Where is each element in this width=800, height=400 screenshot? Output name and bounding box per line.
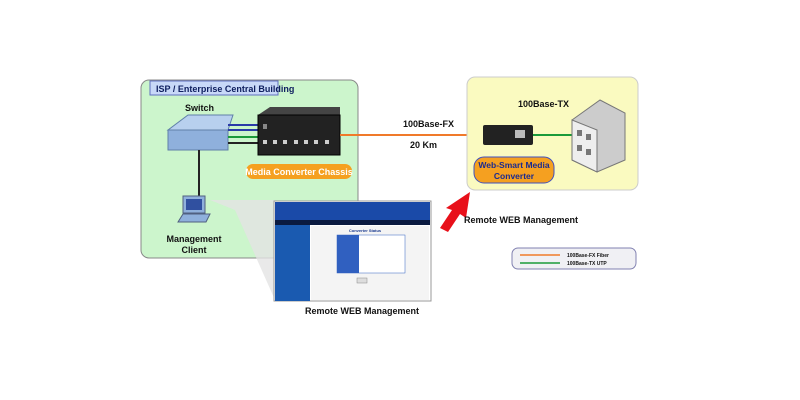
chassis-badge: [246, 164, 352, 179]
central-title: ISP / Enterprise Central Building: [156, 84, 294, 94]
switch-label: Switch: [185, 103, 214, 113]
legend-fiber: 100Base-FX Fiber: [567, 253, 609, 259]
client-label-1: Management: [166, 234, 221, 244]
computer-icon: [177, 195, 211, 223]
legend: 100Base-FX Fiber 100Base-TX UTP: [511, 247, 637, 270]
converter-label-2: Converter: [494, 171, 535, 181]
converter-badge: [473, 156, 555, 184]
media-converter-icon: [483, 125, 533, 145]
link-distance: 20 Km: [410, 140, 437, 150]
chassis-label: Media Converter Chassis: [245, 167, 353, 177]
web-ui-panel-title: Converter Status: [349, 228, 382, 233]
central-title-box: [149, 80, 279, 96]
arrow-icon: [440, 192, 470, 232]
media-converter-chassis-icon: [257, 107, 341, 156]
remote-mgmt-label: Remote WEB Management: [464, 215, 578, 225]
web-ui-screenshot: Converter Status: [273, 200, 432, 302]
client-label-2: Client: [181, 245, 206, 255]
tx-label: 100Base-TX: [518, 99, 569, 109]
switch-icon: [166, 114, 234, 151]
link-type: 100Base-FX: [403, 119, 454, 129]
building-icon: [571, 99, 626, 173]
converter-label-1: Web-Smart Media: [478, 160, 549, 170]
legend-utp: 100Base-TX UTP: [567, 261, 607, 267]
web-ui-caption: Remote WEB Management: [305, 306, 419, 316]
